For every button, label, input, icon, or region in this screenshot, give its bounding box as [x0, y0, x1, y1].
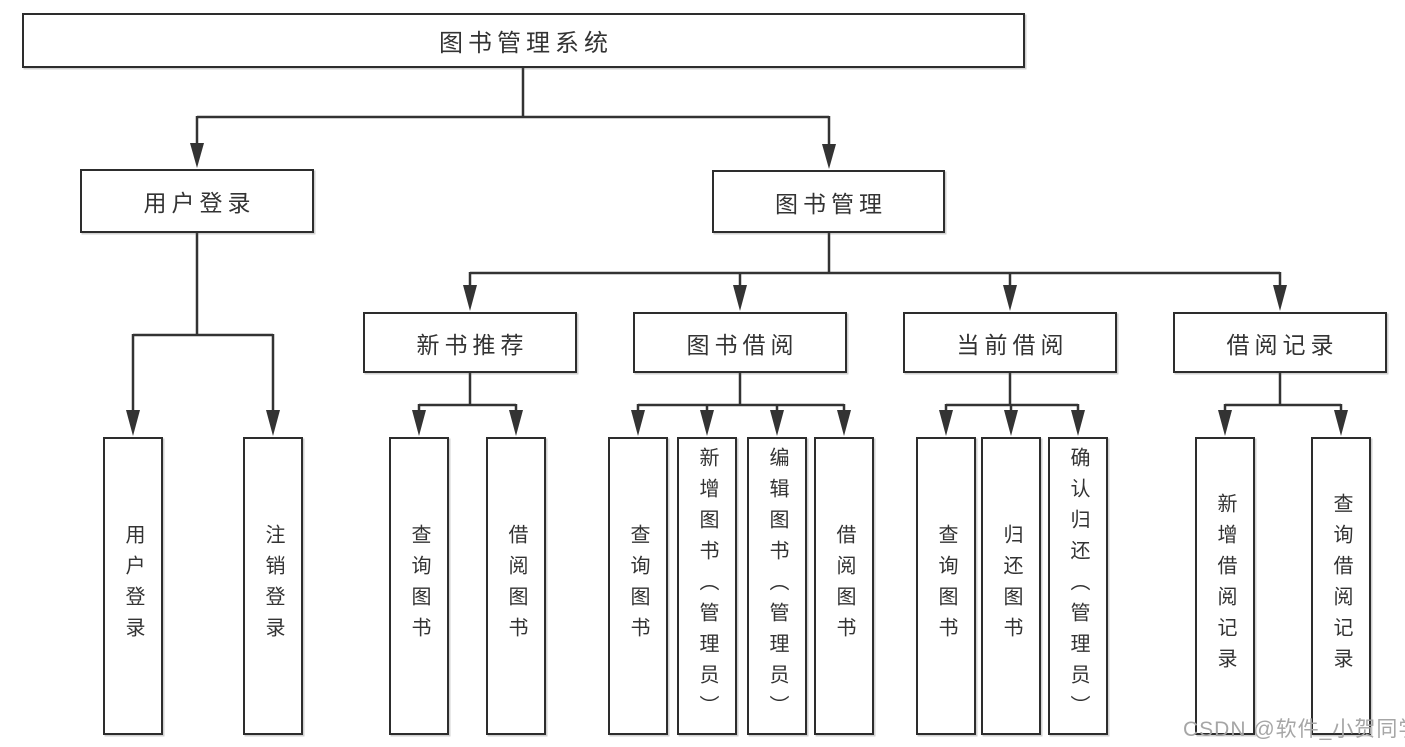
leaf-query-books-current: 查询图书: [916, 437, 976, 735]
node-book-borrowing: 图书借阅: [633, 312, 847, 373]
arrowheads: [126, 143, 1348, 436]
leaf-return-books: 归还图书: [981, 437, 1041, 735]
node-borrowing-records: 借阅记录: [1173, 312, 1387, 373]
node-library-management-system: 图书管理系统: [22, 13, 1025, 68]
leaf-query-books-borrowing: 查询图书: [608, 437, 668, 735]
node-current-borrowing: 当前借阅: [903, 312, 1117, 373]
leaf-borrow-books: 借阅图书: [814, 437, 874, 735]
leaf-add-books-admin: 新增图书（管理员）: [677, 437, 737, 735]
leaf-user-login: 用户登录: [103, 437, 163, 735]
leaf-borrow-books-recommendation: 借阅图书: [486, 437, 546, 735]
csdn-watermark: CSDN @软件_小贺同学: [1183, 718, 1405, 741]
leaf-logout: 注销登录: [243, 437, 303, 735]
node-new-book-recommendation: 新书推荐: [363, 312, 577, 373]
leaf-edit-books-admin: 编辑图书（管理员）: [747, 437, 807, 735]
node-user-login-branch: 用户登录: [80, 169, 314, 233]
leaf-confirm-return-admin: 确认归还（管理员）: [1048, 437, 1108, 735]
leaf-query-borrow-record: 查询借阅记录: [1311, 437, 1371, 735]
node-book-management-branch: 图书管理: [712, 170, 945, 233]
leaf-add-borrow-record: 新增借阅记录: [1195, 437, 1255, 735]
leaf-query-books-recommendation: 查询图书: [389, 437, 449, 735]
